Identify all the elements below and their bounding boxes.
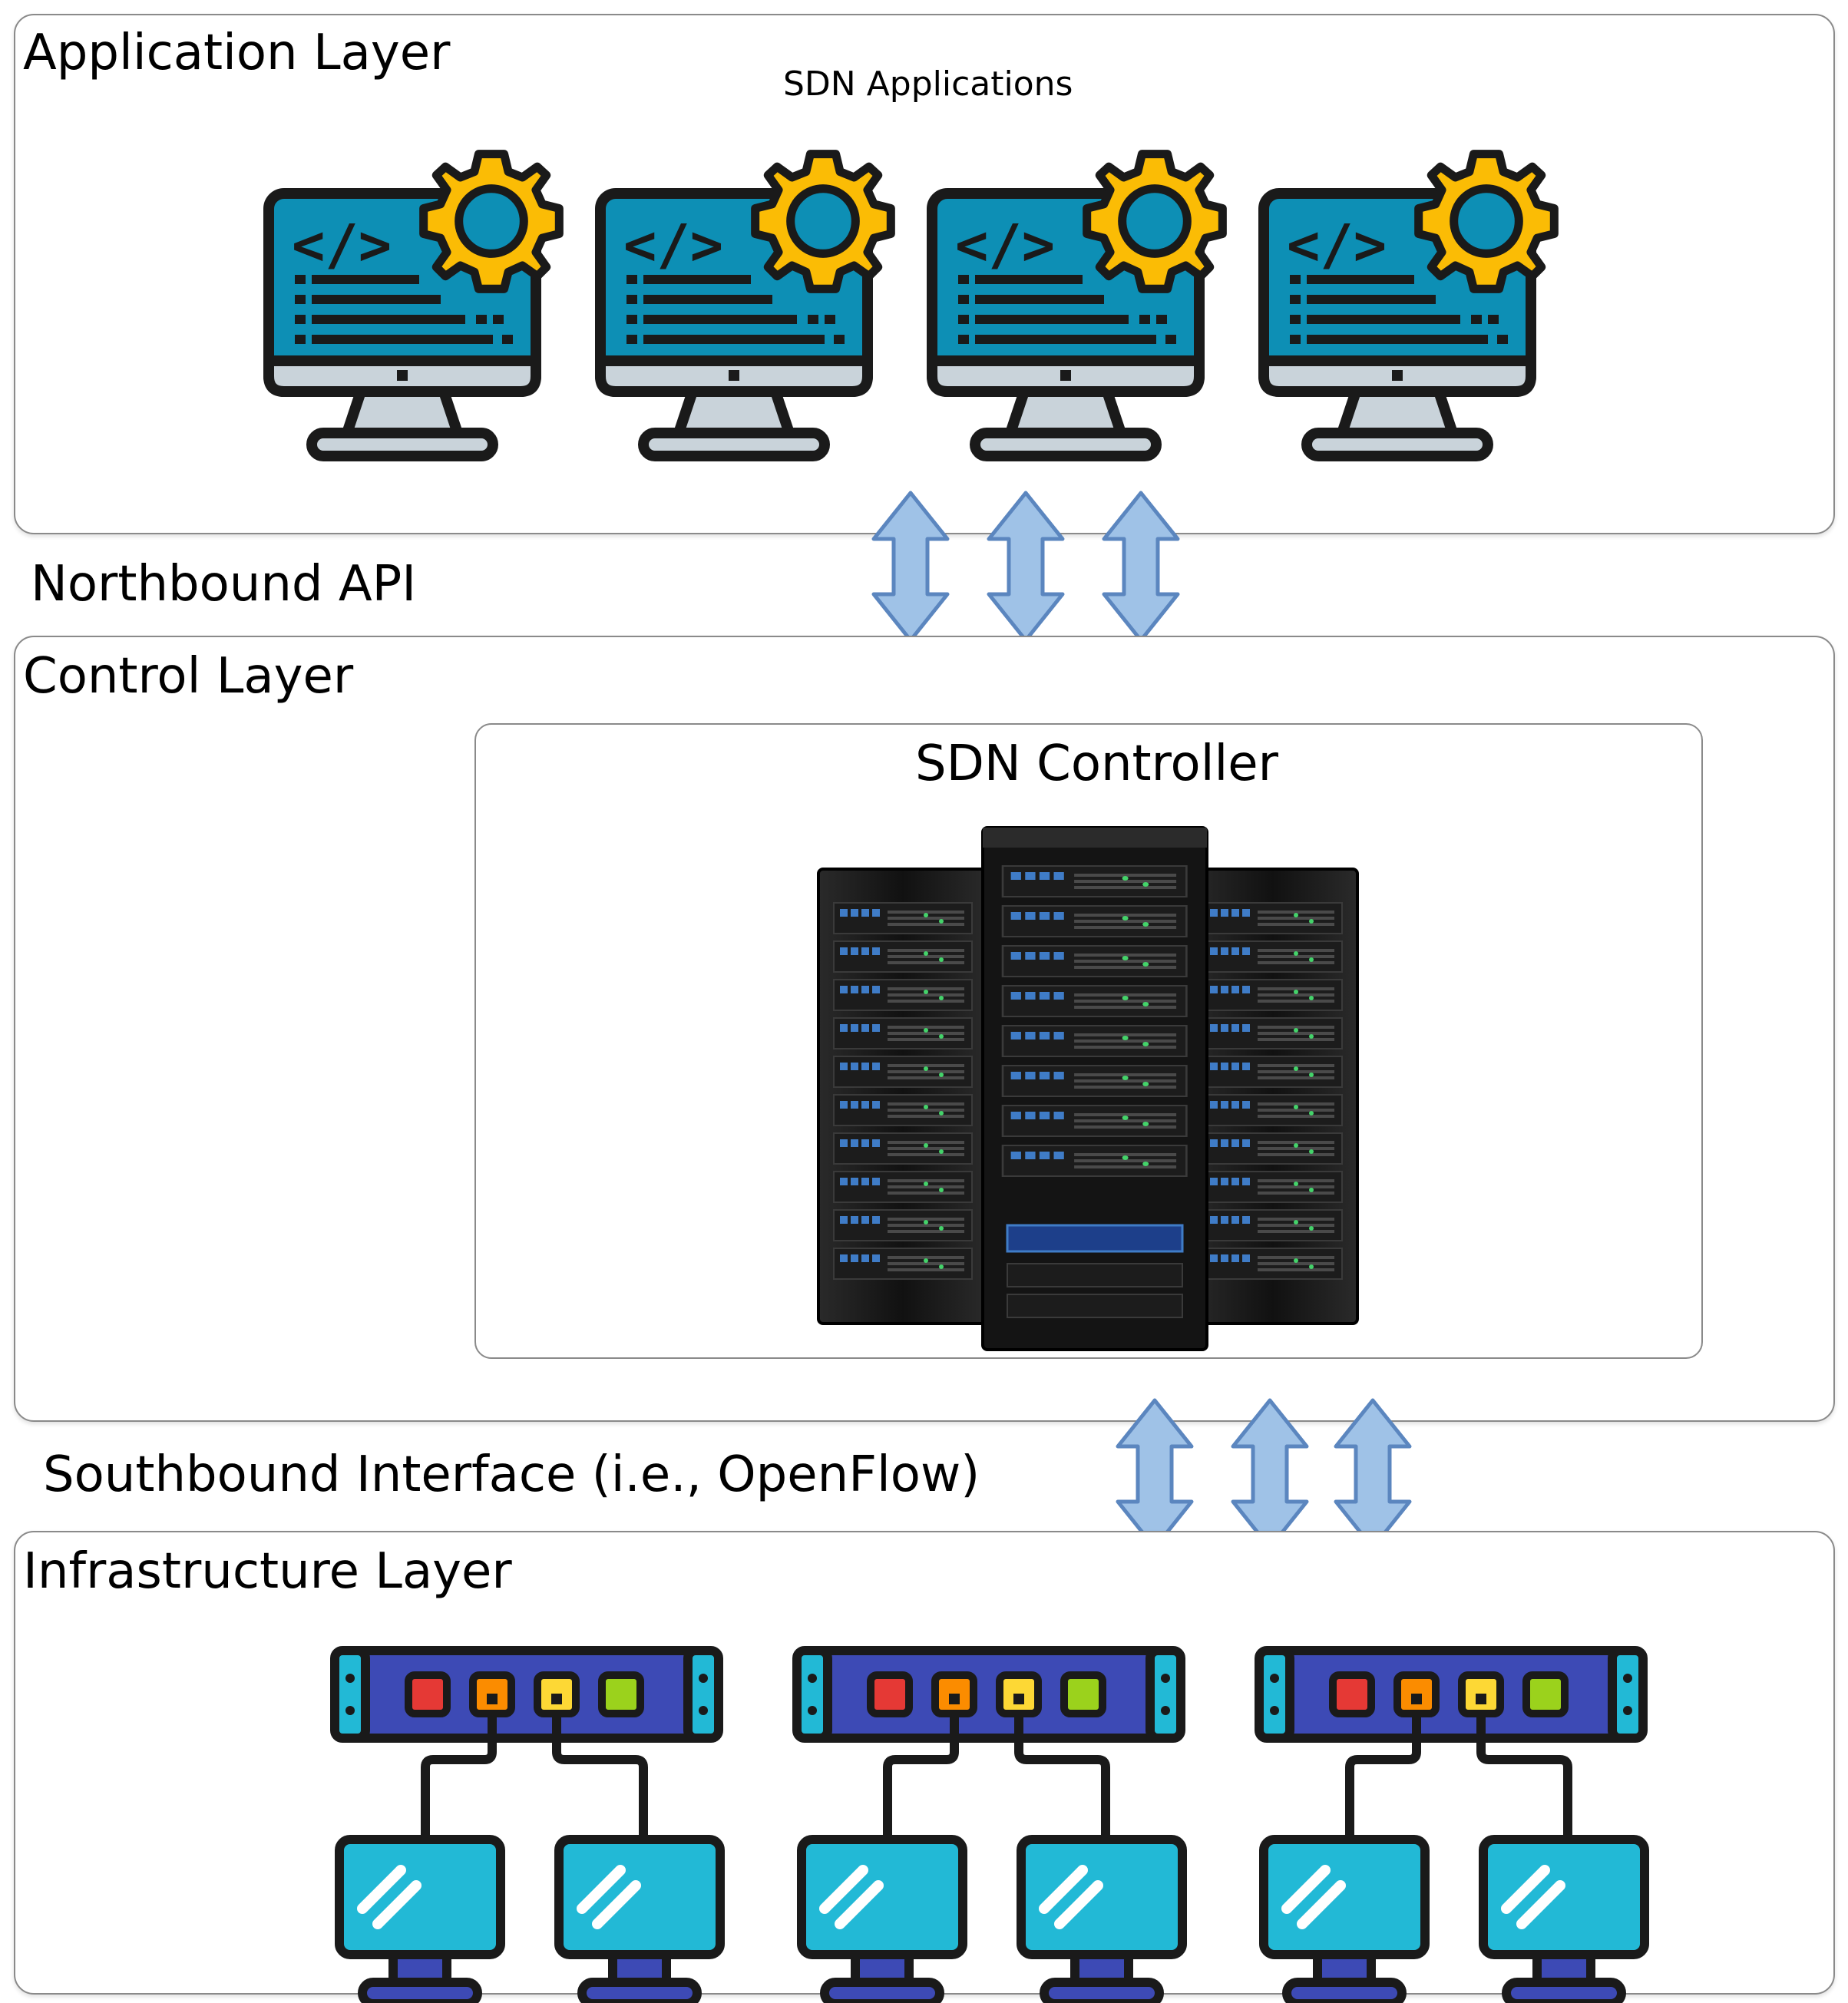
control-layer-title: Control Layer <box>23 648 354 705</box>
server-rack-icon <box>817 826 1359 1351</box>
network-switch-icon-3 <box>1259 1651 1645 2003</box>
sdn-applications-label: SDN Applications <box>783 64 1073 104</box>
network-switch-icon-2 <box>797 1651 1182 2003</box>
northbound-api-label: Northbound API <box>31 556 417 613</box>
infrastructure-layer-title: Infrastructure Layer <box>23 1543 512 1600</box>
sdn-controller-title: SDN Controller <box>915 735 1278 792</box>
application-layer-title: Application Layer <box>23 25 451 81</box>
southbound-interface-label: Southbound Interface (i.e., OpenFlow) <box>43 1446 980 1503</box>
network-switch-icon-1 <box>335 1651 720 2003</box>
